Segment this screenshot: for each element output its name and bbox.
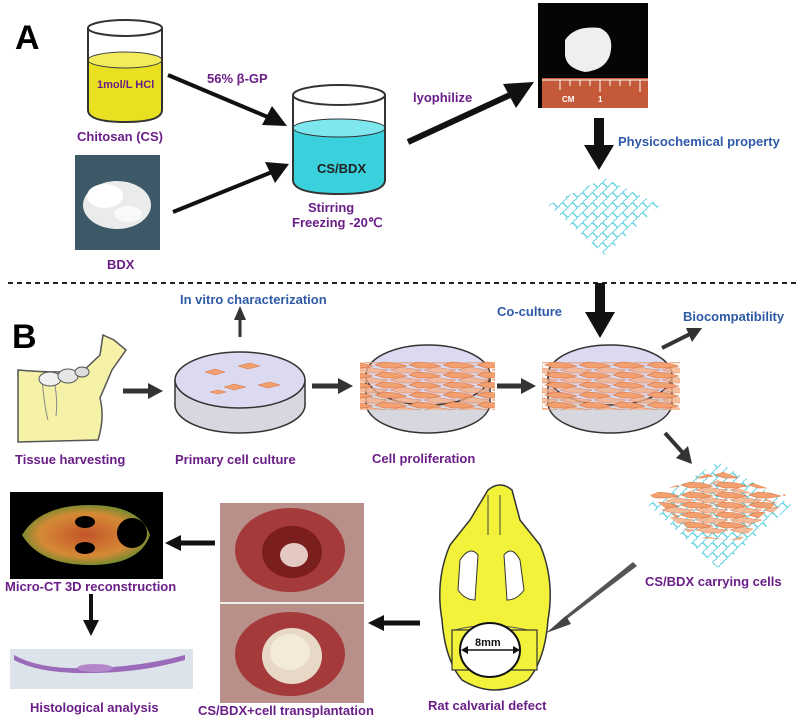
hcl-beaker	[87, 19, 163, 124]
bdx-powder-photo	[75, 155, 160, 250]
physicochemical-label: Physicochemical property	[618, 134, 780, 149]
lyophilize-label: lyophilize	[413, 90, 473, 105]
stirring-label: Stirring	[308, 200, 355, 215]
arrow-harvest-to-culture	[123, 383, 163, 399]
cell-proliferation-label: Cell proliferation	[372, 451, 476, 466]
bdx-label: BDX	[107, 257, 135, 272]
defect-size-label: 8mm	[475, 637, 501, 649]
petri-dish-coculture	[542, 344, 680, 434]
ruler-cm-label: CM	[562, 95, 575, 104]
panel-label-a: A	[15, 19, 40, 57]
cs-bdx-beaker	[292, 84, 386, 196]
hcl-liquid-label: 1mol/L HCl	[97, 79, 155, 91]
transplant-photos	[220, 503, 364, 703]
cs-bdx-liquid-label: CS/BDX	[317, 161, 367, 176]
arrow-carrying-to-rat	[546, 562, 637, 633]
arrow-rat-to-transplant	[368, 615, 420, 631]
histology-label: Histological analysis	[30, 700, 159, 715]
arrow-lyophilize	[406, 82, 534, 145]
histology-image	[10, 649, 193, 689]
micro-ct-label: Micro-CT 3D reconstruction	[5, 579, 177, 594]
arrow-up-invitro	[234, 306, 246, 337]
arrow-ct-to-histology	[83, 594, 99, 636]
arrow-culture-to-prolif	[312, 378, 353, 394]
petri-dish-proliferation	[360, 344, 495, 434]
chitosan-label: Chitosan (CS)	[77, 129, 163, 144]
carrying-cells-label: CS/BDX carrying cells	[645, 574, 782, 589]
ruler-tick-label: 1	[598, 95, 603, 104]
transplantation-label: CS/BDX+cell transplantation	[198, 703, 374, 718]
micro-ct-image	[10, 492, 163, 579]
scaffold-photo	[538, 3, 648, 108]
rat-skull-illustration	[439, 484, 551, 691]
primary-culture-label: Primary cell culture	[175, 452, 296, 467]
petri-dish-primary	[174, 351, 306, 434]
tissue-harvesting-label: Tissue harvesting	[15, 452, 126, 467]
freezing-label: Freezing -20℃	[292, 215, 383, 230]
rat-defect-label: Rat calvarial defect	[428, 698, 547, 713]
arrow-hcl-to-mix	[167, 73, 287, 126]
biocompatibility-label: Biocompatibility	[683, 309, 785, 324]
beta-gp-label: 56% β-GP	[207, 71, 268, 86]
panel-label-b: B	[12, 318, 37, 356]
arrow-prolif-to-coculture	[497, 378, 536, 394]
arrow-bdx-to-mix	[172, 162, 289, 214]
arrow-down-physchem	[584, 118, 614, 170]
arrow-down-coculture	[585, 283, 615, 338]
jaw-illustration	[17, 333, 128, 443]
scaffold-mesh-top	[548, 178, 660, 255]
in-vitro-label: In vitro characterization	[180, 292, 327, 307]
co-culture-label: Co-culture	[497, 304, 562, 319]
arrow-biocompat	[661, 328, 702, 350]
scaffold-with-cells	[648, 462, 792, 568]
arrow-to-carrying	[663, 431, 692, 464]
arrow-transplant-to-ct	[165, 535, 215, 551]
